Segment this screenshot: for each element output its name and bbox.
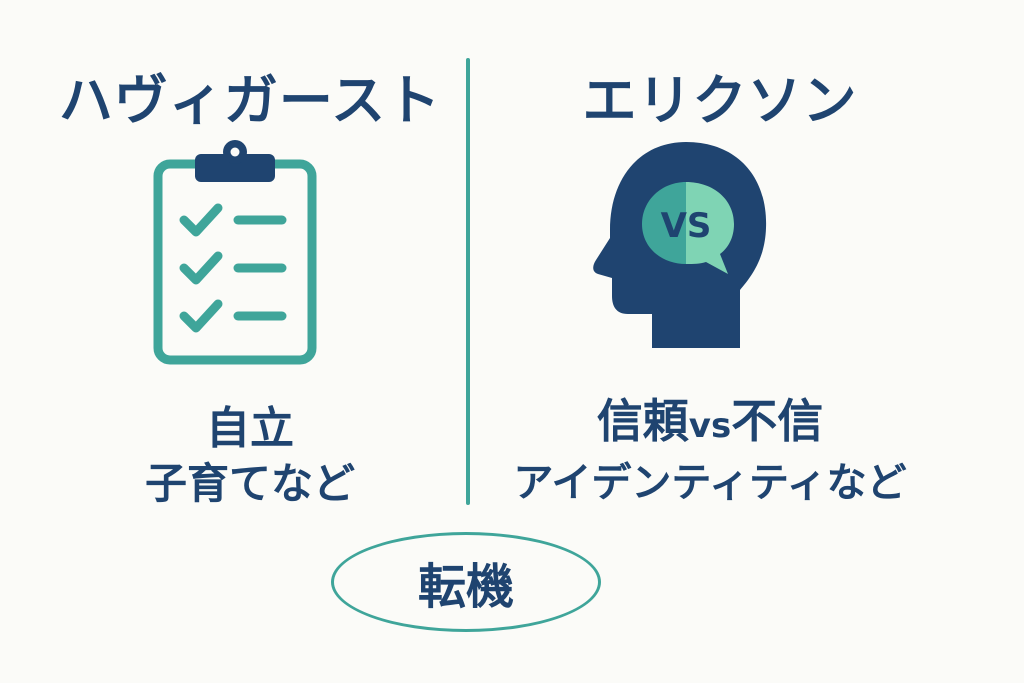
speech-bubble-left (642, 182, 686, 264)
erikson-title: エリクソン (582, 69, 858, 132)
turning-point-oval: 転機 (331, 532, 601, 632)
center-divider (466, 58, 470, 505)
havighurst-caption-sub: 子育てなど (144, 459, 355, 508)
mistrust-label: 不信 (731, 394, 824, 448)
vs-label: vs (688, 406, 732, 446)
turning-point-label: 転機 (417, 559, 514, 615)
erikson-caption-main: 信頼vs不信 (480, 385, 940, 451)
havighurst-title: ハヴィガースト (58, 69, 442, 132)
erikson-caption-sub: アイデンティティなど (513, 460, 907, 506)
clipboard-checklist-icon (153, 140, 317, 365)
vs-icon-text: VS (661, 206, 712, 246)
head-vs-icon: VS (593, 142, 767, 348)
speech-bubble-right (686, 182, 734, 274)
trust-label: 信頼 (596, 394, 689, 448)
havighurst-caption-main: 自立 (206, 403, 294, 454)
